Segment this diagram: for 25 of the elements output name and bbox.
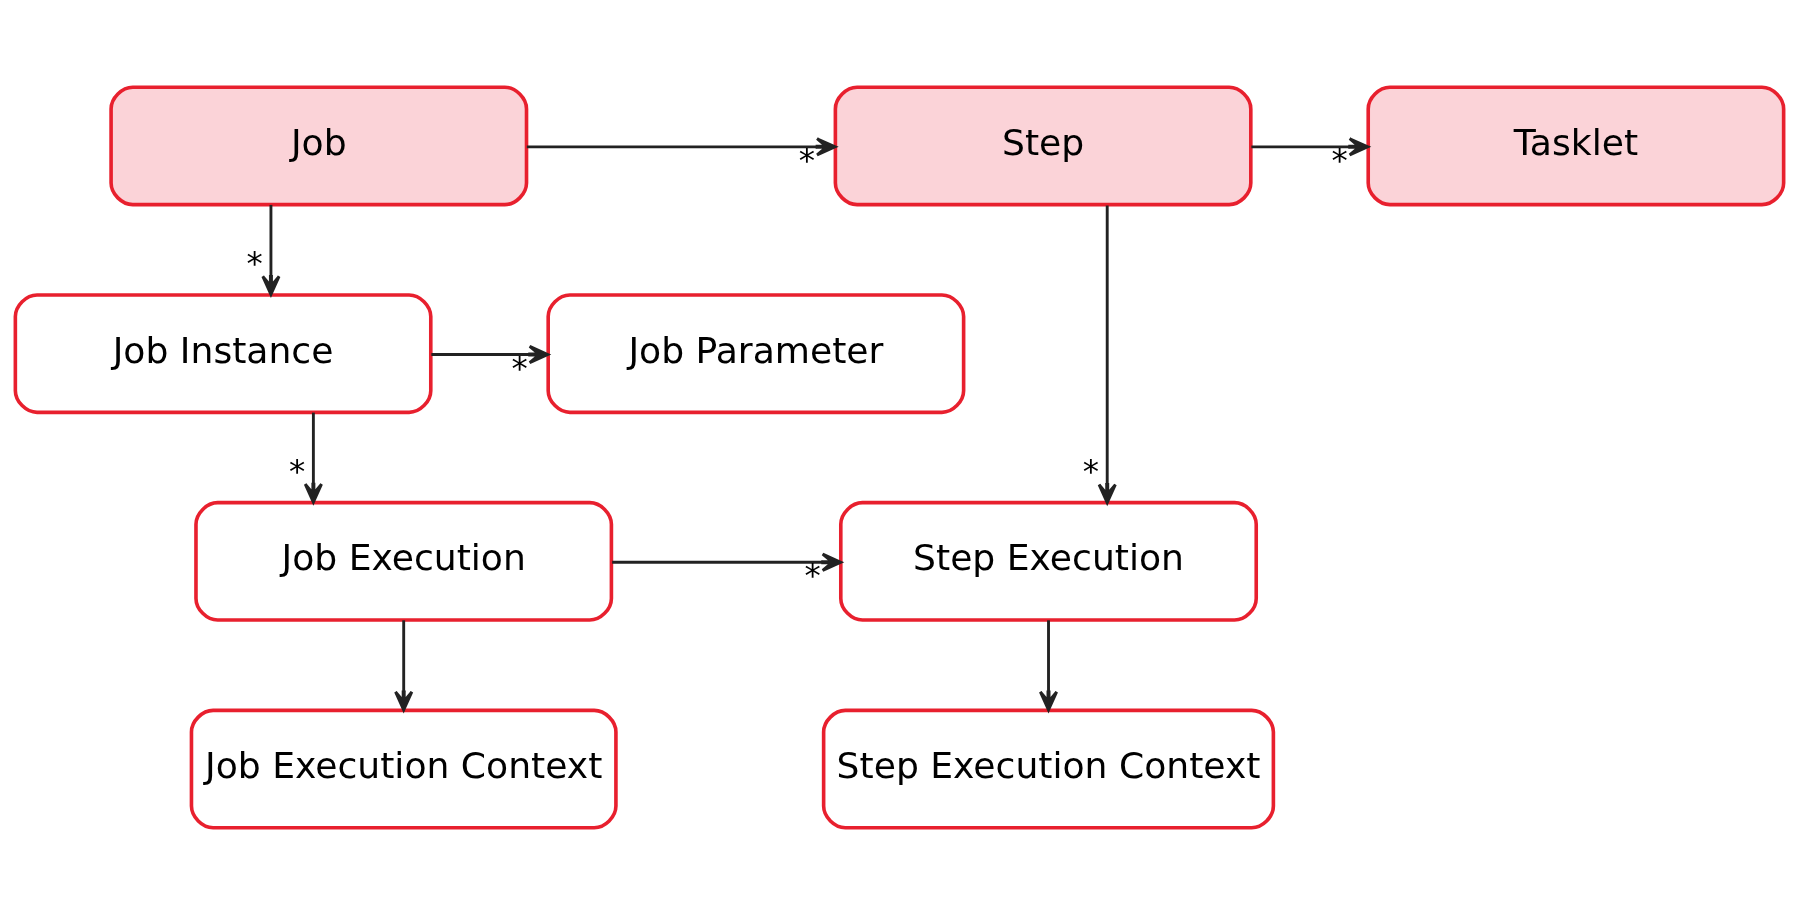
arrow — [526, 137, 837, 157]
node-box: Tasklet — [1366, 85, 1786, 207]
edge-label: * — [246, 244, 263, 283]
node-box: Step Execution — [839, 500, 1259, 622]
arrow — [261, 204, 281, 296]
node-box: Job Parameter — [546, 293, 966, 415]
arrow — [303, 412, 323, 504]
node-box: Job — [109, 85, 529, 207]
arrow — [1251, 137, 1370, 157]
arrow — [1038, 620, 1059, 712]
arrow — [394, 620, 414, 712]
edge-label: * — [804, 556, 821, 595]
arrow — [431, 344, 550, 365]
edge-label: * — [1082, 452, 1100, 491]
node-box: Step Execution Context — [821, 708, 1276, 830]
node-box: Step — [833, 85, 1253, 207]
node-box: Job Execution Context — [189, 708, 618, 830]
edge-label: * — [511, 348, 528, 387]
node-box: Job Instance — [13, 293, 433, 415]
arrow — [1097, 205, 1117, 505]
node-box: Job Execution — [194, 500, 614, 622]
edge-label: * — [798, 141, 816, 180]
edge-label: * — [289, 452, 306, 491]
edge-label: * — [1331, 141, 1348, 180]
arrow — [612, 552, 843, 572]
